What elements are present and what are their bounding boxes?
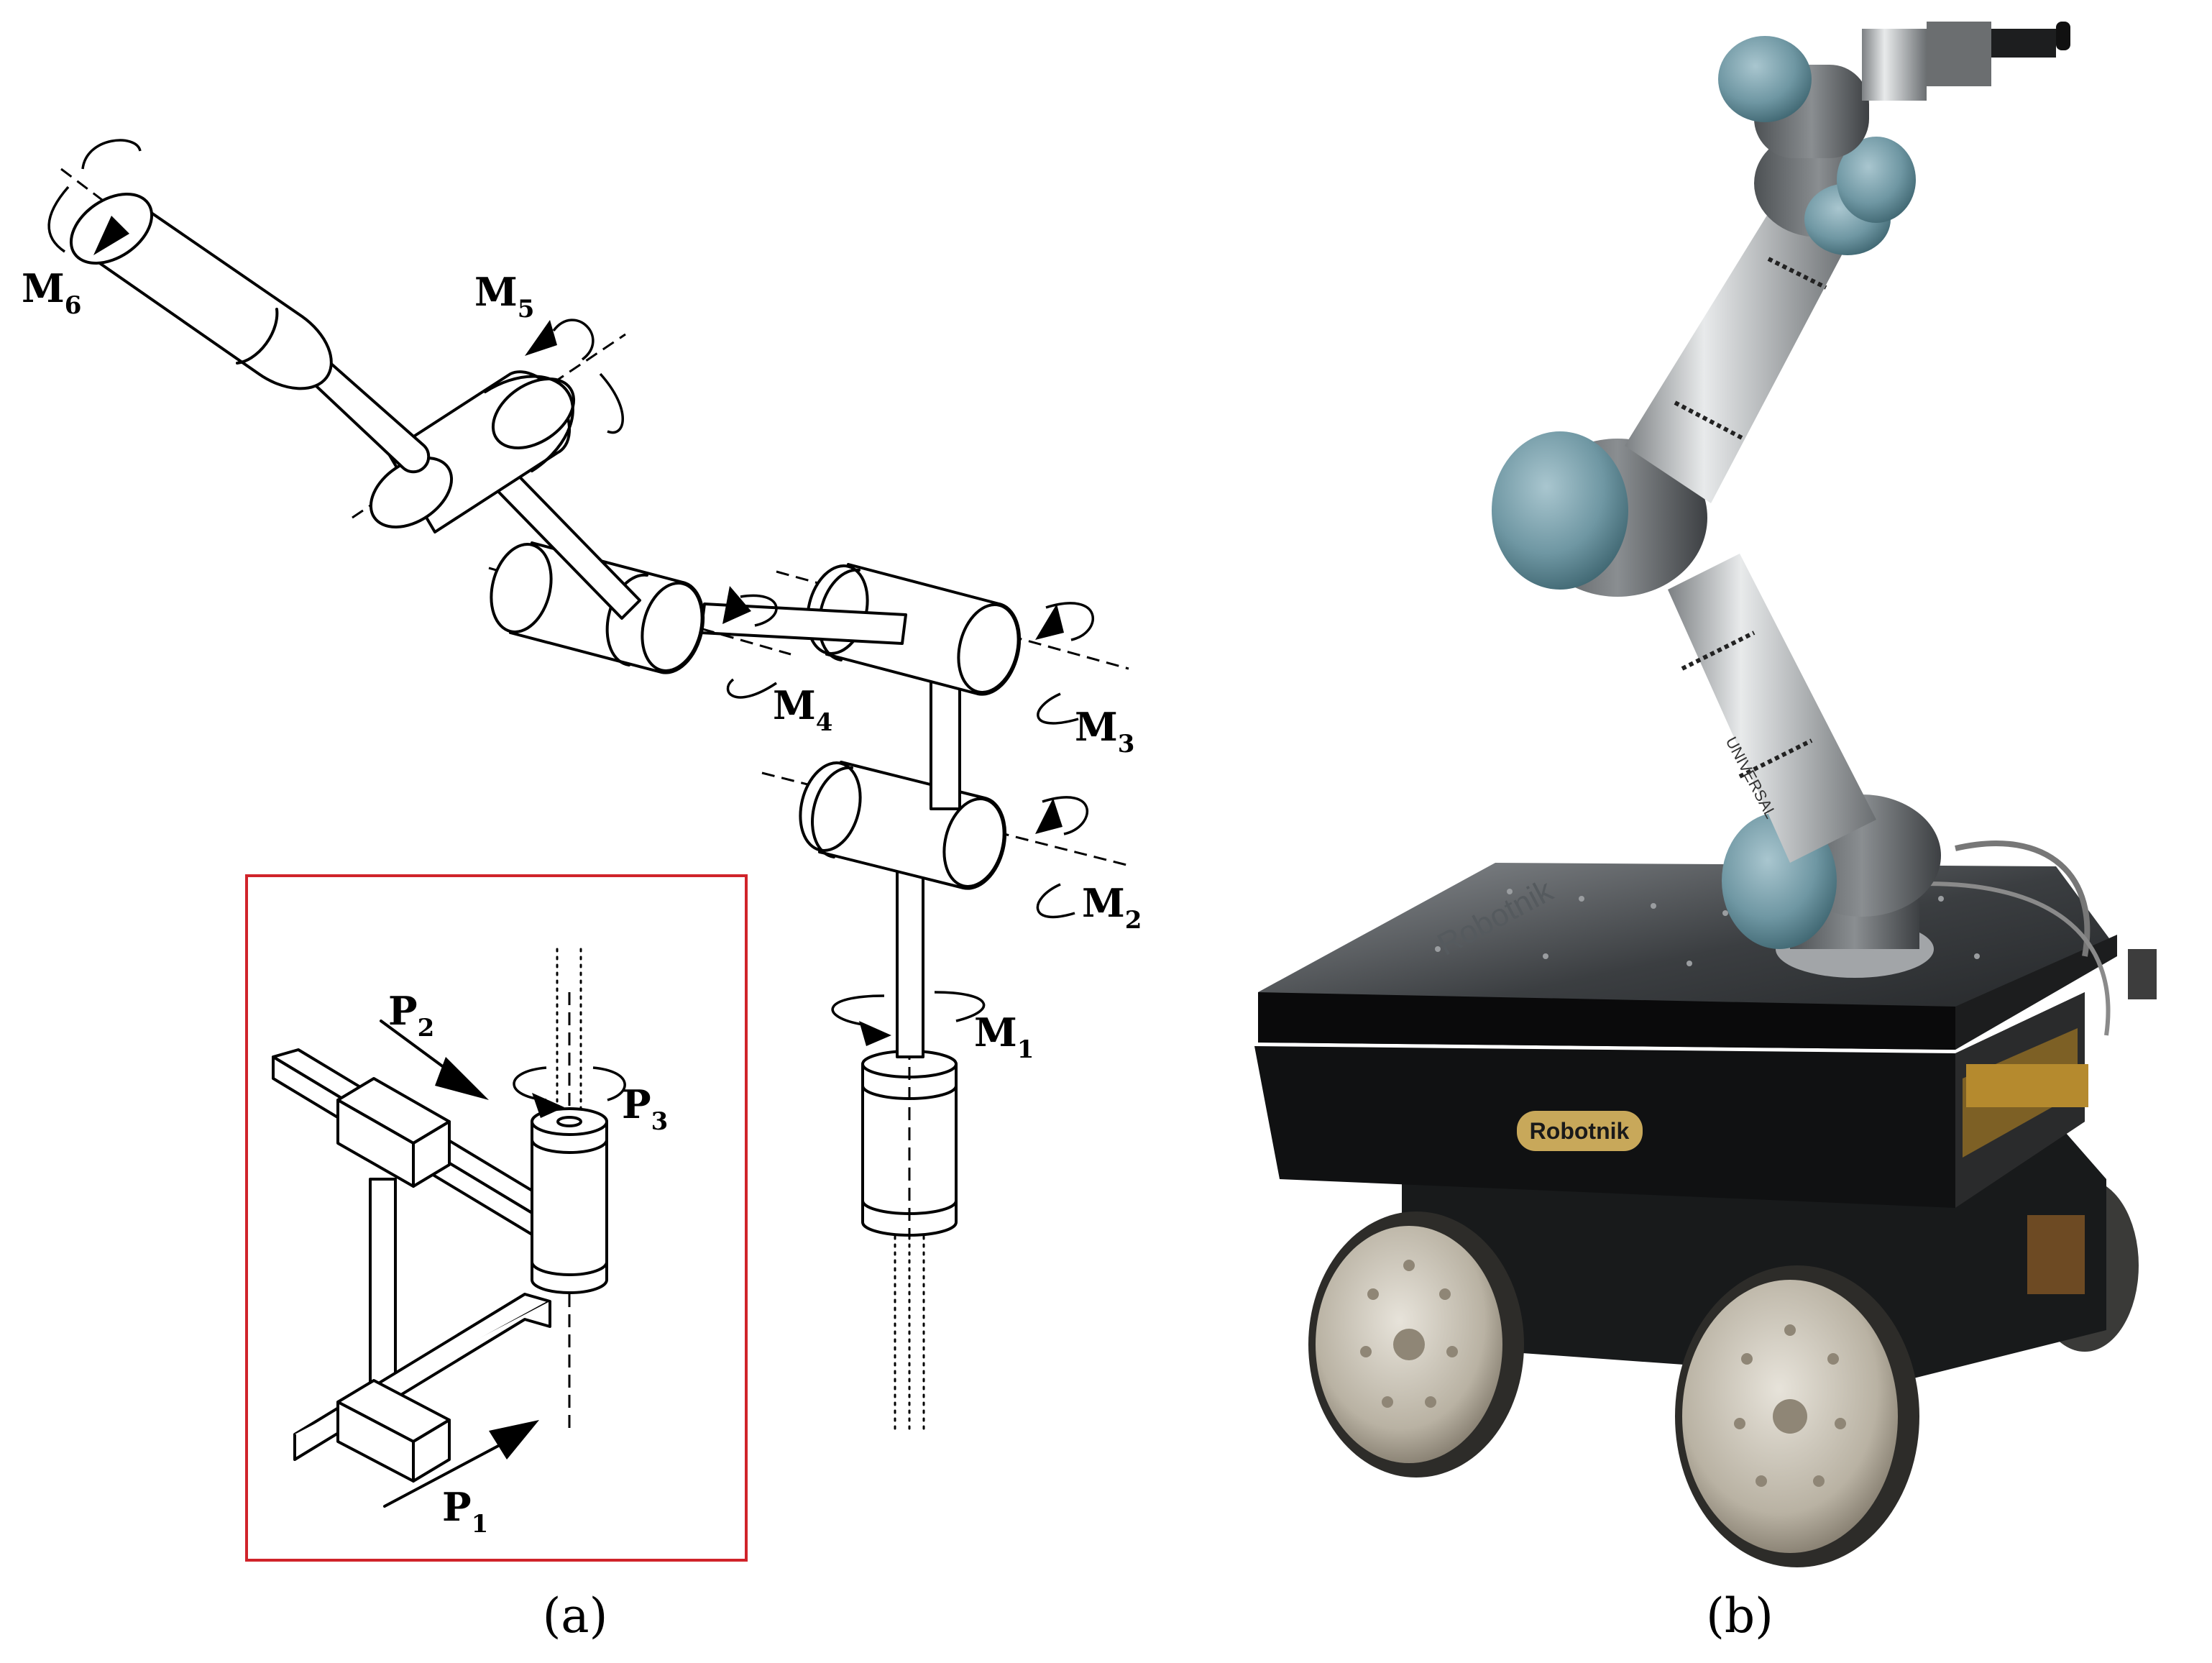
mecanum-wheel-front-left [1308,1211,1524,1478]
inset-gantry: P2 P3 P1 [245,874,748,1562]
rotation-arrow-m2 [1035,796,1089,919]
rotation-arrow-m3 [1035,602,1095,725]
rotation-arrow-m6 [47,139,142,255]
label-m4: M4 [773,682,832,737]
link-m2-m3 [930,671,961,810]
joint-m5-cylinder [352,333,626,533]
panel-a-diagram: M1 M2 M3 M4 M5 M6 [22,139,1142,1432]
label-p2: P2 [388,988,434,1043]
label-m6: M6 [22,265,81,320]
mecanum-wheel-front-right [1675,1265,1919,1567]
label-p1: P1 [442,1484,488,1539]
joint-m4-cylinder [488,541,791,674]
label-p3: P3 [622,1081,668,1136]
label-m5: M5 [474,269,534,324]
label-m2: M2 [1082,880,1142,935]
shaft-m1-m2 [896,861,924,1058]
rotation-arrow-m4 [722,586,778,699]
joint-m1-cylinder [861,906,958,1432]
base-logo-badge: Robotnik [1530,1118,1630,1144]
panel-b-robot-photo: Robotnik Robotnik [1254,22,2157,1567]
caption-b: (b) [1706,1588,1773,1644]
rotation-arrow-m5 [525,319,624,434]
label-m1: M1 [974,1009,1034,1064]
robot-arm: UNIVERSAL [1492,22,2070,978]
caption-a: (a) [543,1588,608,1644]
joint-m6-cylinder [60,168,333,390]
label-m3: M3 [1075,704,1134,759]
rotation-arrow-m1 [831,991,986,1046]
